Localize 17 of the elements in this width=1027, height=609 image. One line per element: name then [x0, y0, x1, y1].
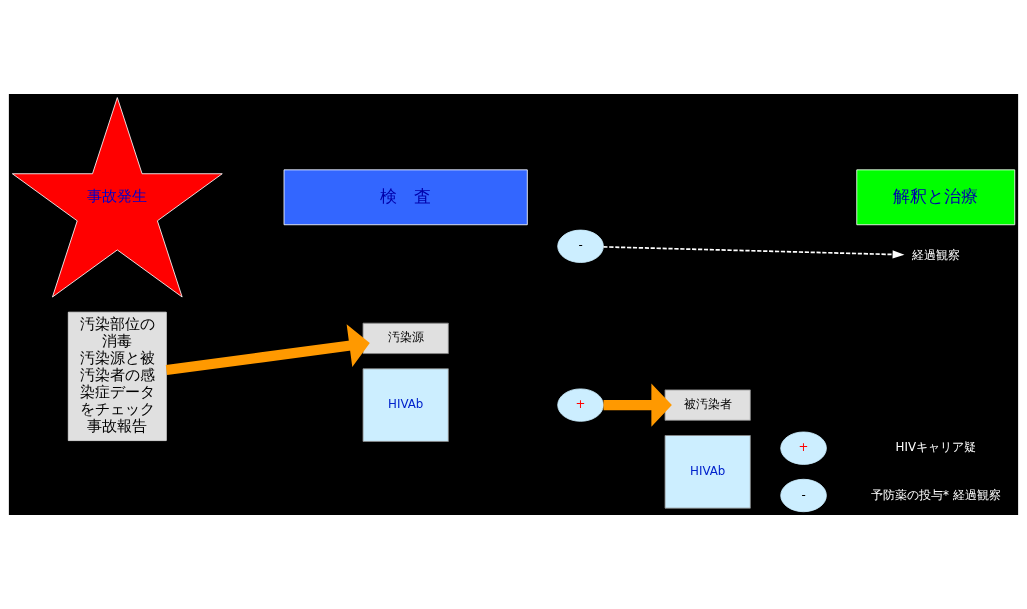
node-text: 予防薬の投与* 経過観察 — [870, 487, 1001, 502]
node-text: HIVキャリア疑 — [895, 440, 976, 455]
node-ellipse: + — [780, 431, 827, 465]
node-text: 経過観察 — [911, 247, 960, 262]
node-box: HIVAb — [664, 435, 751, 509]
arrow — [602, 246, 905, 259]
arrow — [603, 383, 672, 427]
node-ellipse: - — [557, 229, 604, 263]
node-box: 検 査 — [283, 169, 528, 226]
node-box: 解釈と治療 — [856, 169, 1016, 226]
node-box: 汚染部位の消毒 汚染源と被汚染者の感染症データをチェック 事故報告 — [67, 311, 167, 441]
node-box: HIVAb — [362, 368, 449, 442]
node-ellipse: - — [780, 478, 827, 513]
node-box: 被汚染者 — [664, 389, 751, 421]
node-box: 汚染源 — [362, 322, 449, 354]
arrow — [165, 324, 370, 375]
node-ellipse: + — [557, 388, 604, 422]
